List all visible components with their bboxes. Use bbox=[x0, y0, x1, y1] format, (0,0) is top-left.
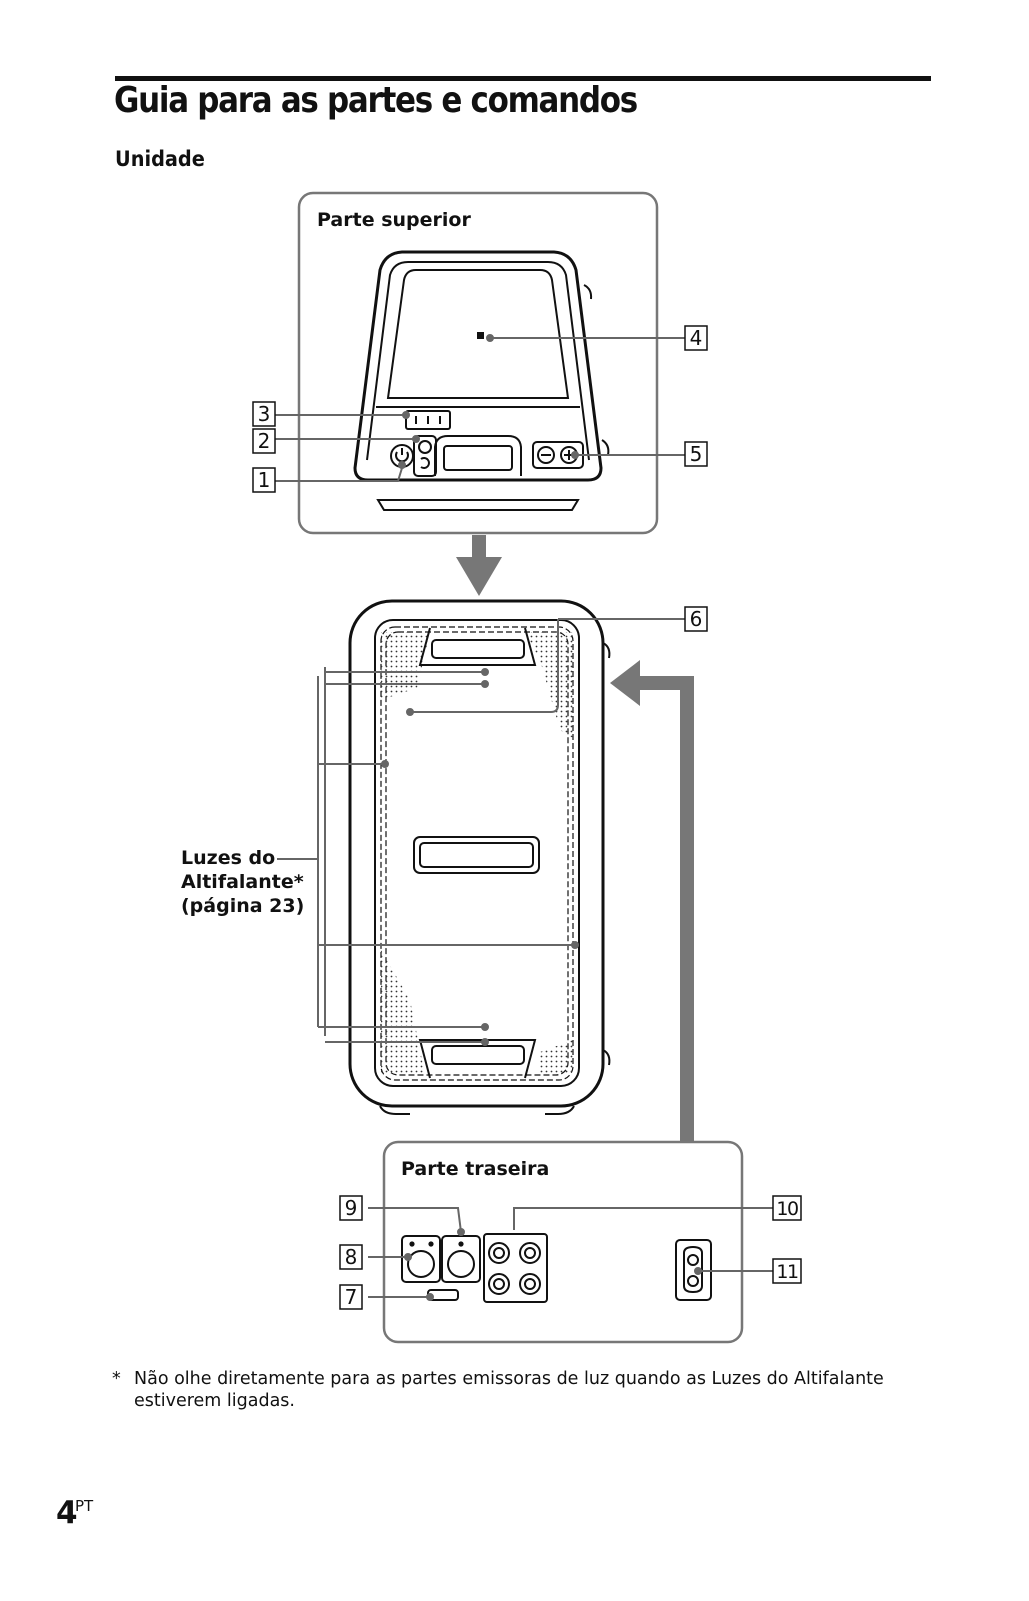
speaker-lights-label: Luzes do Altifalante* (página 23) bbox=[181, 847, 304, 917]
callout-8-label: 8 bbox=[345, 1245, 358, 1269]
page-title: Guia para as partes e comandos bbox=[114, 80, 638, 121]
callout-9-label: 9 bbox=[345, 1196, 358, 1220]
callout-2: 2 bbox=[252, 428, 276, 454]
rear-panel-label: Parte traseira bbox=[401, 1158, 549, 1180]
speaker-front-view bbox=[348, 599, 611, 1115]
speaker-lights-label-line3: (página 23) bbox=[181, 895, 304, 917]
top-leader-lines bbox=[273, 334, 693, 482]
callout-4: 4 bbox=[684, 325, 708, 351]
callout-11: 11 bbox=[772, 1258, 802, 1284]
footnote-mark: * bbox=[112, 1369, 121, 1389]
page-number: 4 bbox=[56, 1495, 78, 1531]
callout-7-label: 7 bbox=[345, 1285, 358, 1309]
callout-8: 8 bbox=[339, 1244, 363, 1270]
front-leader-lines bbox=[277, 618, 693, 1046]
callout-3: 3 bbox=[252, 401, 276, 427]
callout-1: 1 bbox=[252, 467, 276, 493]
rear-view-panel: Parte traseira bbox=[368, 1140, 778, 1344]
down-arrow-icon bbox=[456, 535, 502, 596]
callout-3-label: 3 bbox=[258, 402, 271, 426]
callout-9: 9 bbox=[339, 1195, 363, 1221]
callout-5-label: 5 bbox=[690, 442, 703, 466]
callout-7: 7 bbox=[339, 1284, 363, 1310]
top-panel-label: Parte superior bbox=[317, 209, 471, 231]
callout-10: 10 bbox=[772, 1195, 802, 1221]
callout-10-label: 10 bbox=[776, 1198, 798, 1220]
callout-1-label: 1 bbox=[258, 468, 271, 492]
callout-11-label: 11 bbox=[776, 1261, 798, 1283]
callout-6: 6 bbox=[684, 606, 708, 632]
callout-6-label: 6 bbox=[690, 607, 703, 631]
callout-5: 5 bbox=[684, 441, 708, 467]
speaker-lights-label-line2: Altifalante* bbox=[181, 871, 304, 893]
top-view-panel: Parte superior bbox=[273, 191, 693, 535]
callout-4-label: 4 bbox=[690, 326, 703, 350]
callout-2-label: 2 bbox=[258, 429, 271, 453]
page-language-suffix: PT bbox=[75, 1497, 94, 1515]
footnote-text: Não olhe diretamente para as partes emis… bbox=[134, 1369, 884, 1411]
section-heading: Unidade bbox=[115, 147, 205, 171]
top-rule bbox=[115, 76, 931, 81]
rear-arrow-icon bbox=[610, 660, 694, 1142]
speaker-lights-label-line1: Luzes do bbox=[181, 847, 275, 869]
speaker-top-view bbox=[353, 250, 610, 511]
footnote: * Não olhe diretamente para as partes em… bbox=[112, 1368, 912, 1412]
